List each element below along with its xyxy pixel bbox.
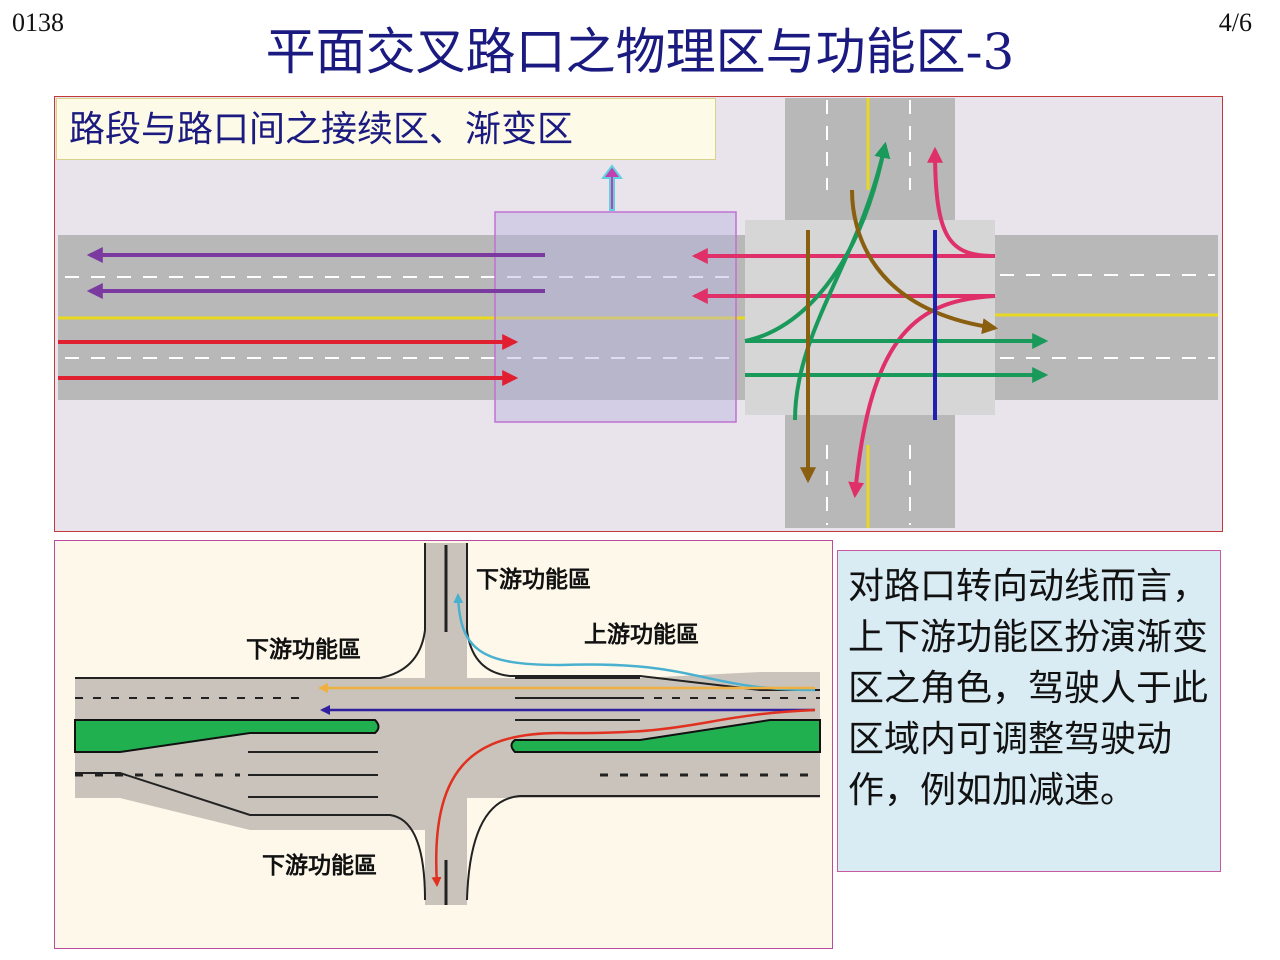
label-downstream-bottom: 下游功能區 (262, 853, 377, 879)
bottom-diagram-graphics (74, 543, 821, 905)
description-text: 对路口转向动线而言，上下游功能区扮演渐变区之角色，驾驶人于此区域内可调整驾驶动作… (837, 550, 1221, 872)
label-upstream: 上游功能區 (584, 622, 699, 648)
page-indicator: 4/6 (1218, 8, 1252, 37)
label-downstream-top: 下游功能區 (476, 567, 591, 593)
transition-zone-label: 路段与路口间之接续区、渐变区 (56, 98, 716, 160)
up-arrow-icon (601, 164, 623, 211)
median-island-left (74, 719, 380, 753)
page-title: 平面交叉路口之物理区与功能区-3 (265, 23, 1015, 81)
slide-number: 0138 (12, 8, 64, 37)
median-island-right (510, 719, 821, 753)
label-downstream-left: 下游功能區 (246, 637, 361, 663)
transition-zone (494, 211, 737, 423)
